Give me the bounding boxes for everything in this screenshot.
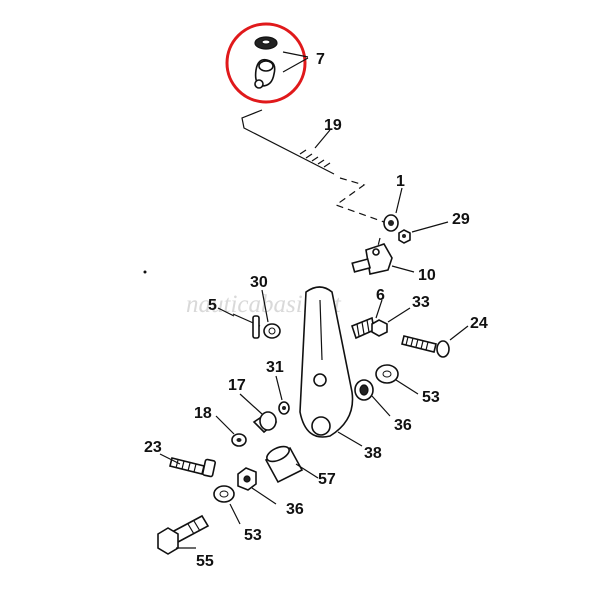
part-6-set-screw[interactable] <box>351 316 375 340</box>
dashed-assembly-line-1 <box>334 177 385 223</box>
leader-18 <box>215 415 235 435</box>
label-19: 19 <box>324 117 342 134</box>
label-55: 55 <box>196 553 214 570</box>
part-19-link-rod[interactable] <box>241 109 335 175</box>
label-23: 23 <box>144 439 162 456</box>
part-31-washer[interactable] <box>278 401 290 415</box>
leader-53-bottom <box>229 503 241 525</box>
leader-30 <box>261 289 269 323</box>
part-33-nut[interactable] <box>371 319 388 337</box>
part-30-washer[interactable] <box>263 323 281 339</box>
part-18-washer[interactable] <box>231 433 247 447</box>
leader-5 <box>217 307 235 317</box>
label-24: 24 <box>470 315 488 332</box>
dashed-assembly-line-2 <box>377 237 381 247</box>
part-53-washer-bottom[interactable] <box>213 485 235 503</box>
label-38: 38 <box>364 445 382 462</box>
leader-23 <box>159 453 181 465</box>
label-18: 18 <box>194 405 212 422</box>
part-17-bushing[interactable] <box>252 411 278 434</box>
leader-38 <box>337 431 363 447</box>
part-7-ball-joint[interactable] <box>254 36 278 89</box>
label-53-top: 53 <box>422 389 440 406</box>
leader-1 <box>395 187 403 214</box>
leader-31 <box>275 375 283 401</box>
part-57-sleeve[interactable] <box>264 443 304 484</box>
label-36-right: 36 <box>394 417 412 434</box>
leader-33 <box>387 307 411 323</box>
label-33: 33 <box>412 294 430 311</box>
part-36-locknut-right[interactable] <box>354 379 374 401</box>
label-29: 29 <box>452 211 470 228</box>
part-55-bolt[interactable] <box>157 514 210 555</box>
part-23-bolt[interactable] <box>169 457 216 478</box>
stray-dot <box>143 270 147 274</box>
leader-17 <box>239 393 263 415</box>
leader-29 <box>411 221 449 233</box>
part-36-locknut-bottom[interactable] <box>237 467 257 491</box>
label-36-bottom: 36 <box>286 501 304 518</box>
leader-53-top <box>395 379 419 395</box>
label-53-bottom: 53 <box>244 527 262 544</box>
leader-6 <box>375 299 383 319</box>
leader-7 <box>282 51 309 73</box>
label-30: 30 <box>250 274 268 291</box>
leader-36-right <box>371 395 391 417</box>
part-1-spacer[interactable] <box>383 214 399 232</box>
part-5-cotter-pin[interactable] <box>232 313 261 339</box>
leader-24 <box>449 325 469 341</box>
part-38-throttle-arm[interactable] <box>299 286 354 438</box>
label-57: 57 <box>318 471 336 488</box>
label-10: 10 <box>418 267 436 284</box>
label-5: 5 <box>208 297 217 314</box>
part-29-nut[interactable] <box>398 229 411 244</box>
part-10-clevis[interactable] <box>351 243 393 275</box>
label-7: 7 <box>316 51 325 68</box>
leader-10 <box>391 265 415 273</box>
part-24-screw[interactable] <box>401 335 450 358</box>
label-6: 6 <box>376 287 385 304</box>
highlight-circle <box>225 22 307 104</box>
label-31: 31 <box>266 359 284 376</box>
label-1: 1 <box>396 173 405 190</box>
leader-36-bottom <box>251 487 277 505</box>
leader-19 <box>314 129 331 149</box>
part-53-washer-top[interactable] <box>375 364 399 384</box>
label-17: 17 <box>228 377 246 394</box>
leader-57 <box>295 463 319 479</box>
